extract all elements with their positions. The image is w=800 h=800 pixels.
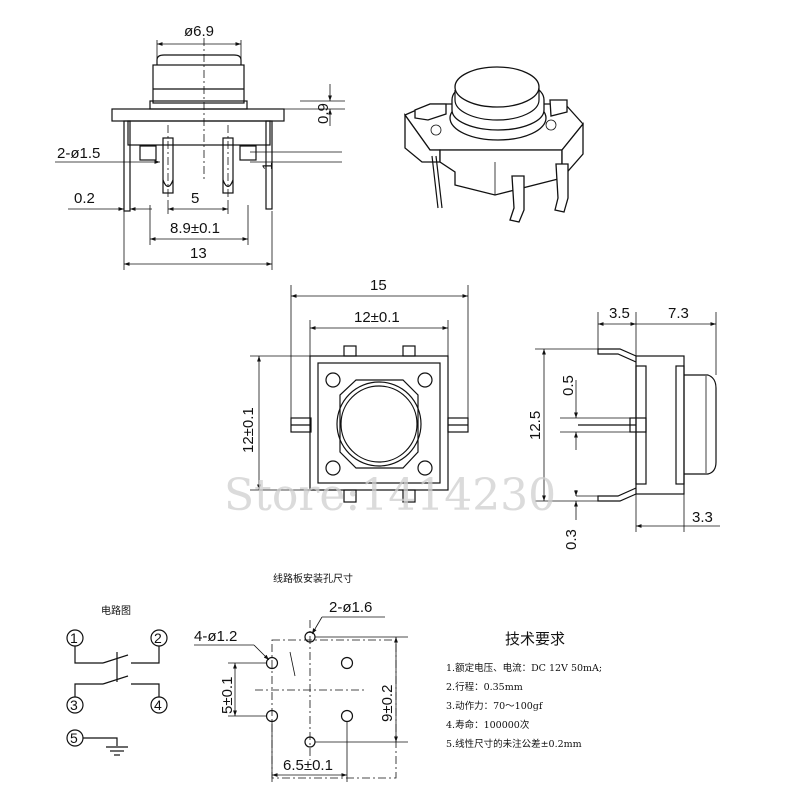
dim-pin-offset: 1 <box>259 162 275 170</box>
dim-plan-inner: 12±0.1 <box>354 309 400 326</box>
circuit-pin-4: 4 <box>154 697 162 713</box>
plan-view: 15 12±0.1 12±0.1 <box>240 277 469 503</box>
spec-item: 1.额定电压、电流：DC 12V 50mA; <box>446 662 602 674</box>
circuit-pin-2: 2 <box>154 630 162 646</box>
dim-cap-diameter: ø6.9 <box>184 23 214 40</box>
circuit-diagram: 电路图 1 2 3 4 5 <box>66 604 168 756</box>
isometric-view <box>404 66 584 223</box>
dim-pin-pitch: 5 <box>191 190 199 207</box>
pcb-hole-layout: 线路板安装孔尺寸 2-ø1.6 4-ø1.2 5±0.1 9±0.2 6.5±0… <box>194 572 408 782</box>
watermark: Store:1414230 <box>224 470 556 521</box>
pcb-led-holes: 2-ø1.6 <box>329 599 372 616</box>
circuit-pin-5: 5 <box>70 730 78 746</box>
dim-edge: 0.2 <box>74 190 95 207</box>
dim-side-body: 3.3 <box>692 509 713 526</box>
dim-body-width: 13 <box>190 245 207 262</box>
dim-plan-vertical: 12±0.1 <box>240 407 257 453</box>
dim-side-lead: 0.3 <box>563 529 580 550</box>
circuit-title: 电路图 <box>101 604 131 617</box>
technical-requirements: 技术要求 1.额定电压、电流：DC 12V 50mA; 2.行程：0.35mm … <box>446 630 602 750</box>
pcb-switch-holes: 4-ø1.2 <box>194 628 237 645</box>
front-view: ø6.9 0.9 2-ø1.5 1 0.2 5 8.9±0.1 13 <box>55 23 345 270</box>
dim-pin-span: 8.9±0.1 <box>170 220 220 237</box>
dim-side-travel: 0.5 <box>560 375 577 396</box>
specs-title: 技术要求 <box>505 630 565 648</box>
dim-pin-hole: 2-ø1.5 <box>57 145 100 162</box>
circuit-pin-1: 1 <box>70 630 78 646</box>
pcb-dim-vertical-small: 5±0.1 <box>219 677 236 714</box>
pcb-title: 线路板安装孔尺寸 <box>273 572 353 585</box>
dim-cap-height: 0.9 <box>315 103 332 124</box>
dim-side-pin-len: 3.5 <box>609 305 630 322</box>
circuit-pin-3: 3 <box>70 697 78 713</box>
spec-item: 4.寿命：100000次 <box>446 719 530 731</box>
dim-side-height: 12.5 <box>527 411 544 440</box>
pcb-dim-horizontal: 6.5±0.1 <box>283 757 333 774</box>
dim-side-cap-depth: 7.3 <box>668 305 689 322</box>
spec-item: 5.线性尺寸的未注公差±0.2mm <box>446 738 582 750</box>
spec-item: 2.行程：0.35mm <box>446 681 523 693</box>
spec-item: 3.动作力：70～100gf <box>446 700 544 712</box>
side-view: 3.5 7.3 0.5 12.5 0.3 3.3 <box>527 305 720 550</box>
dim-plan-outer: 15 <box>370 277 387 294</box>
pcb-dim-vertical-large: 9±0.2 <box>379 685 396 722</box>
